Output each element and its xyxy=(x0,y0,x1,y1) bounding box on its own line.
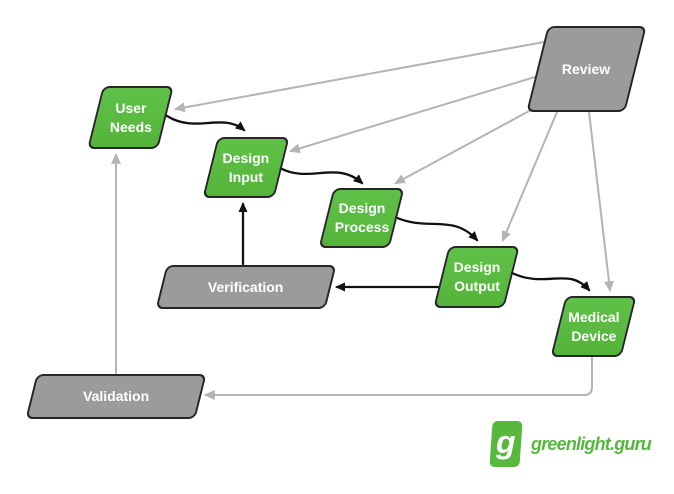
logo-wordmark: greenlight.guru xyxy=(531,433,652,454)
edge-design-process-to-design-output xyxy=(393,215,479,242)
node-design-process: Design Process xyxy=(318,188,405,248)
node-label: Design Input xyxy=(222,149,270,185)
edge-review-to-user-needs xyxy=(173,41,545,113)
edge-design-input-to-design-process xyxy=(278,166,364,185)
node-label: Design Process xyxy=(334,200,389,235)
edge-review-to-design-output xyxy=(501,111,558,243)
edge-user-needs-to-design-input xyxy=(165,114,246,132)
node-validation: Validation xyxy=(25,374,207,419)
node-label: Medical Device xyxy=(567,308,620,344)
edge-review-to-medical-device xyxy=(588,111,614,293)
node-design-input: Design Input xyxy=(202,137,290,198)
node-label: Verification xyxy=(208,278,284,295)
node-label: Review xyxy=(562,60,611,77)
node-verification: Verification xyxy=(155,265,337,309)
edge-review-to-design-process xyxy=(394,109,532,185)
edge-medical-device-to-validation xyxy=(203,355,593,400)
greenlight-g-icon: g xyxy=(489,421,523,467)
node-label: User Needs xyxy=(109,99,152,135)
node-label: Validation xyxy=(82,388,150,405)
greenlight-guru-logo: g greenlight.guru xyxy=(489,421,652,467)
logo-glyph: g xyxy=(496,424,516,460)
node-medical-device: Medical Device xyxy=(550,296,637,357)
edge-design-output-to-medical-device xyxy=(510,271,591,292)
edge-review-to-design-input xyxy=(288,76,536,154)
node-label: Design Output xyxy=(453,259,500,294)
